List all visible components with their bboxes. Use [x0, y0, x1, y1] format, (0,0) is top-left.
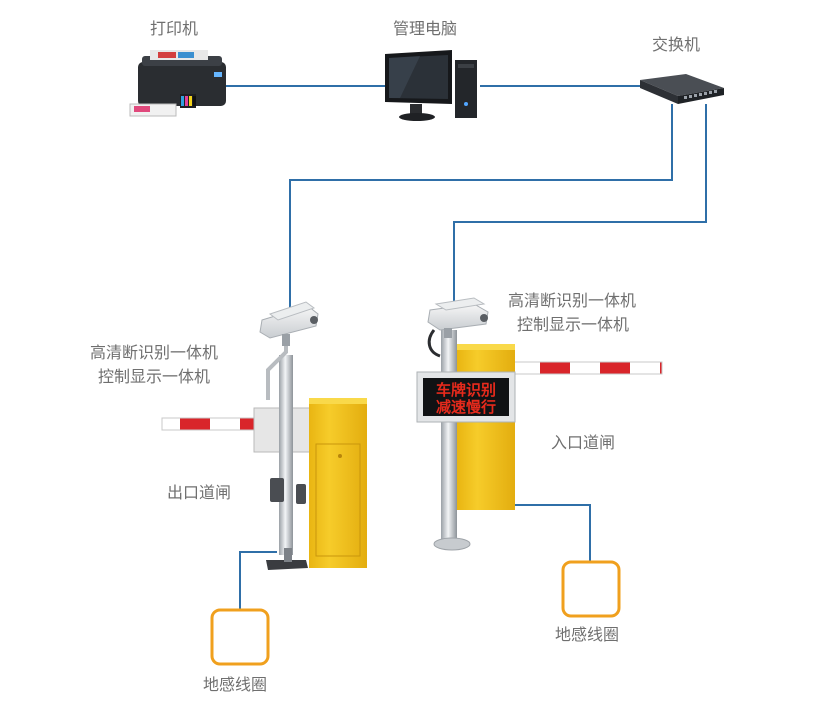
computer-label: 管理电脑 — [393, 19, 458, 38]
entry-camera-label-line1: 高清断识别一体机 — [508, 291, 637, 310]
switch-exit-camera-link — [289, 104, 673, 310]
printer-label: 打印机 — [150, 19, 199, 38]
entry-loop-label: 地感线圈 — [555, 625, 620, 644]
entry-gate-cabinet — [457, 344, 515, 510]
entry-camera-pole — [441, 330, 457, 542]
exit-camera-label-line1: 高清断识别一体机 — [90, 343, 219, 362]
led-display-text-bottom: 减速慢行 — [436, 398, 496, 416]
desktop-computer-icon — [385, 50, 477, 121]
entry-camera-label-line2: 控制显示一体机 — [517, 315, 630, 334]
exit-gate-loop-link — [239, 551, 277, 610]
entry-ground-loop — [561, 560, 621, 618]
network-switch-icon — [640, 74, 724, 104]
exit-gate — [161, 301, 367, 570]
entry-gate-loop-link — [514, 504, 591, 562]
exit-camera-label-line2: 控制显示一体机 — [98, 367, 211, 386]
cctv-camera-icon — [427, 297, 489, 338]
led-display-text-top: 车牌识别 — [436, 381, 496, 399]
entry-gate: 车牌识别 减速慢行 车牌识别 减速慢行 — [416, 297, 663, 551]
switch-entry-camera-link — [453, 104, 707, 305]
exit-gate-label: 出口道闸 — [167, 483, 232, 502]
entry-gate-label: 入口道闸 — [551, 433, 616, 452]
cctv-camera-icon — [259, 301, 319, 346]
exit-camera-pole — [279, 355, 293, 555]
printer-icon — [129, 50, 226, 117]
exit-loop-label: 地感线圈 — [203, 675, 268, 694]
entry-barrier-arm — [511, 361, 663, 375]
exit-ground-loop — [210, 608, 270, 666]
switch-label: 交换机 — [652, 35, 701, 54]
connection-lines — [225, 85, 707, 610]
exit-gate-cabinet — [309, 398, 367, 568]
